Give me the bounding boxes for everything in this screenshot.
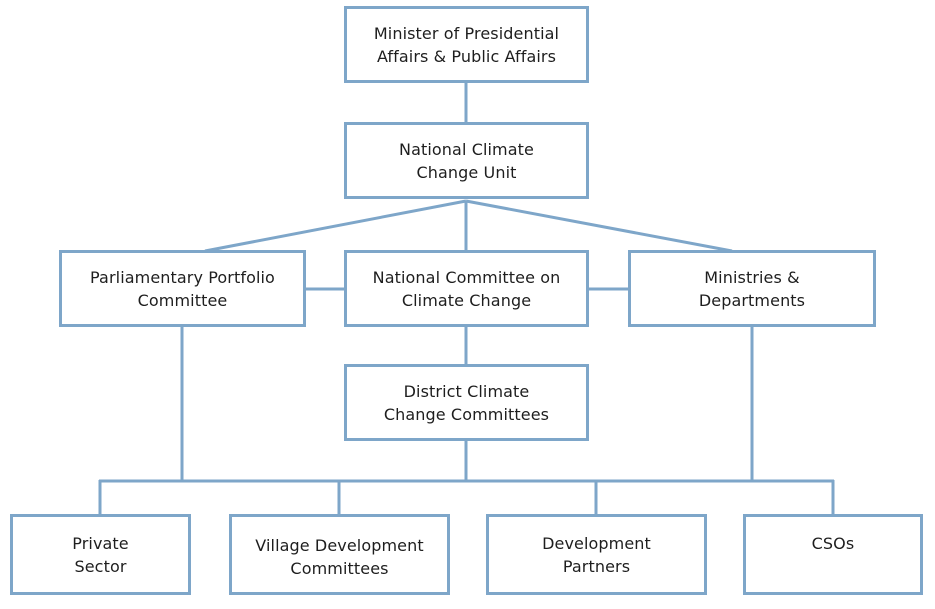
node-village-development-committees: Village Development Committees	[229, 514, 450, 595]
node-national-committee-climate-change: National Committee on Climate Change	[344, 250, 589, 327]
node-private-sector: Private Sector	[10, 514, 191, 595]
node-village-label: Village Development Committees	[255, 535, 424, 578]
node-ministries-departments: Ministries & Departments	[628, 250, 876, 327]
node-csos: CSOs	[743, 514, 923, 595]
node-private-label: Private Sector	[72, 533, 129, 576]
node-minister: Minister of Presidential Affairs & Publi…	[344, 6, 589, 83]
node-nccu-label: National Climate Change Unit	[399, 139, 534, 182]
node-national-climate-change-unit: National Climate Change Unit	[344, 122, 589, 199]
node-development-partners: Development Partners	[486, 514, 707, 595]
connector-nccu-ppc	[204, 199, 467, 253]
node-ministries-label: Ministries & Departments	[698, 267, 806, 310]
node-devpartners-label: Development Partners	[542, 533, 651, 576]
node-ncccc-label: National Committee on Climate Change	[372, 267, 561, 310]
node-ppc-label: Parliamentary Portfolio Committee	[90, 267, 275, 310]
node-district-climate-change-committees: District Climate Change Committees	[344, 364, 589, 441]
connector-nccu-ministries	[465, 199, 733, 253]
node-district-label: District Climate Change Committees	[383, 381, 550, 424]
node-minister-label: Minister of Presidential Affairs & Publi…	[373, 23, 560, 66]
node-parliamentary-portfolio-committee: Parliamentary Portfolio Committee	[59, 250, 306, 327]
node-csos-label: CSOs	[811, 534, 855, 553]
